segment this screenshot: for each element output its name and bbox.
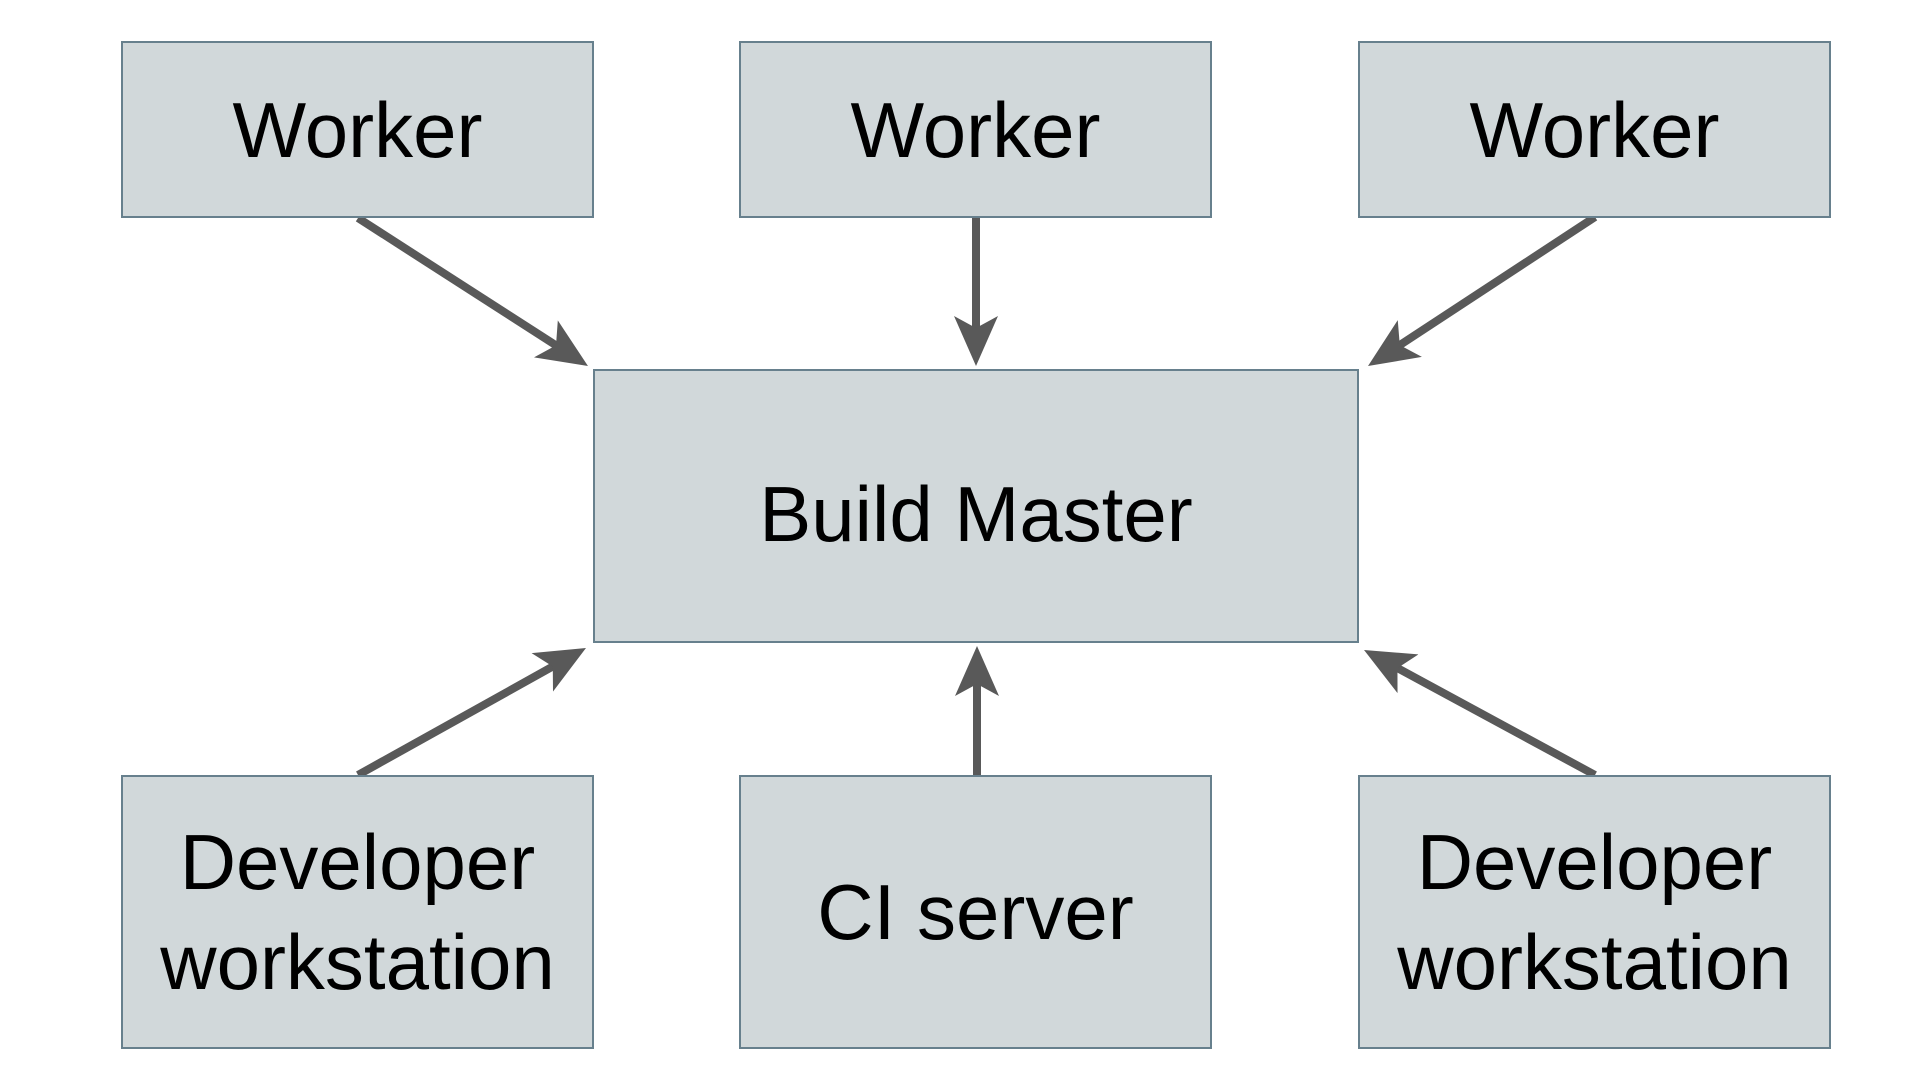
node-worker-top-left-label: Worker <box>232 85 483 174</box>
arrow-developer-workstation-left-to-build-master <box>356 648 586 779</box>
node-build-master: Build Master <box>593 369 1359 643</box>
node-developer-workstation-right: Developer workstation <box>1358 775 1831 1049</box>
node-build-master-label: Build Master <box>759 470 1193 558</box>
node-worker-top-left: Worker <box>121 41 594 218</box>
node-developer-workstation-right-label: Developer workstation <box>1397 818 1792 1006</box>
node-worker-top-right-label: Worker <box>1469 85 1720 174</box>
node-worker-top-right: Worker <box>1358 41 1831 218</box>
arrow-worker-top-right-to-build-master <box>1368 213 1598 366</box>
node-ci-server-label: CI server <box>817 868 1134 956</box>
arrow-worker-top-left-to-build-master <box>355 214 588 366</box>
node-worker-top-center: Worker <box>739 41 1212 218</box>
node-worker-top-center-label: Worker <box>850 85 1101 174</box>
node-ci-server: CI server <box>739 775 1212 1049</box>
node-developer-workstation-left: Developer workstation <box>121 775 594 1049</box>
node-developer-workstation-left-label: Developer workstation <box>160 818 555 1006</box>
arrow-developer-workstation-right-to-build-master <box>1364 649 1597 779</box>
